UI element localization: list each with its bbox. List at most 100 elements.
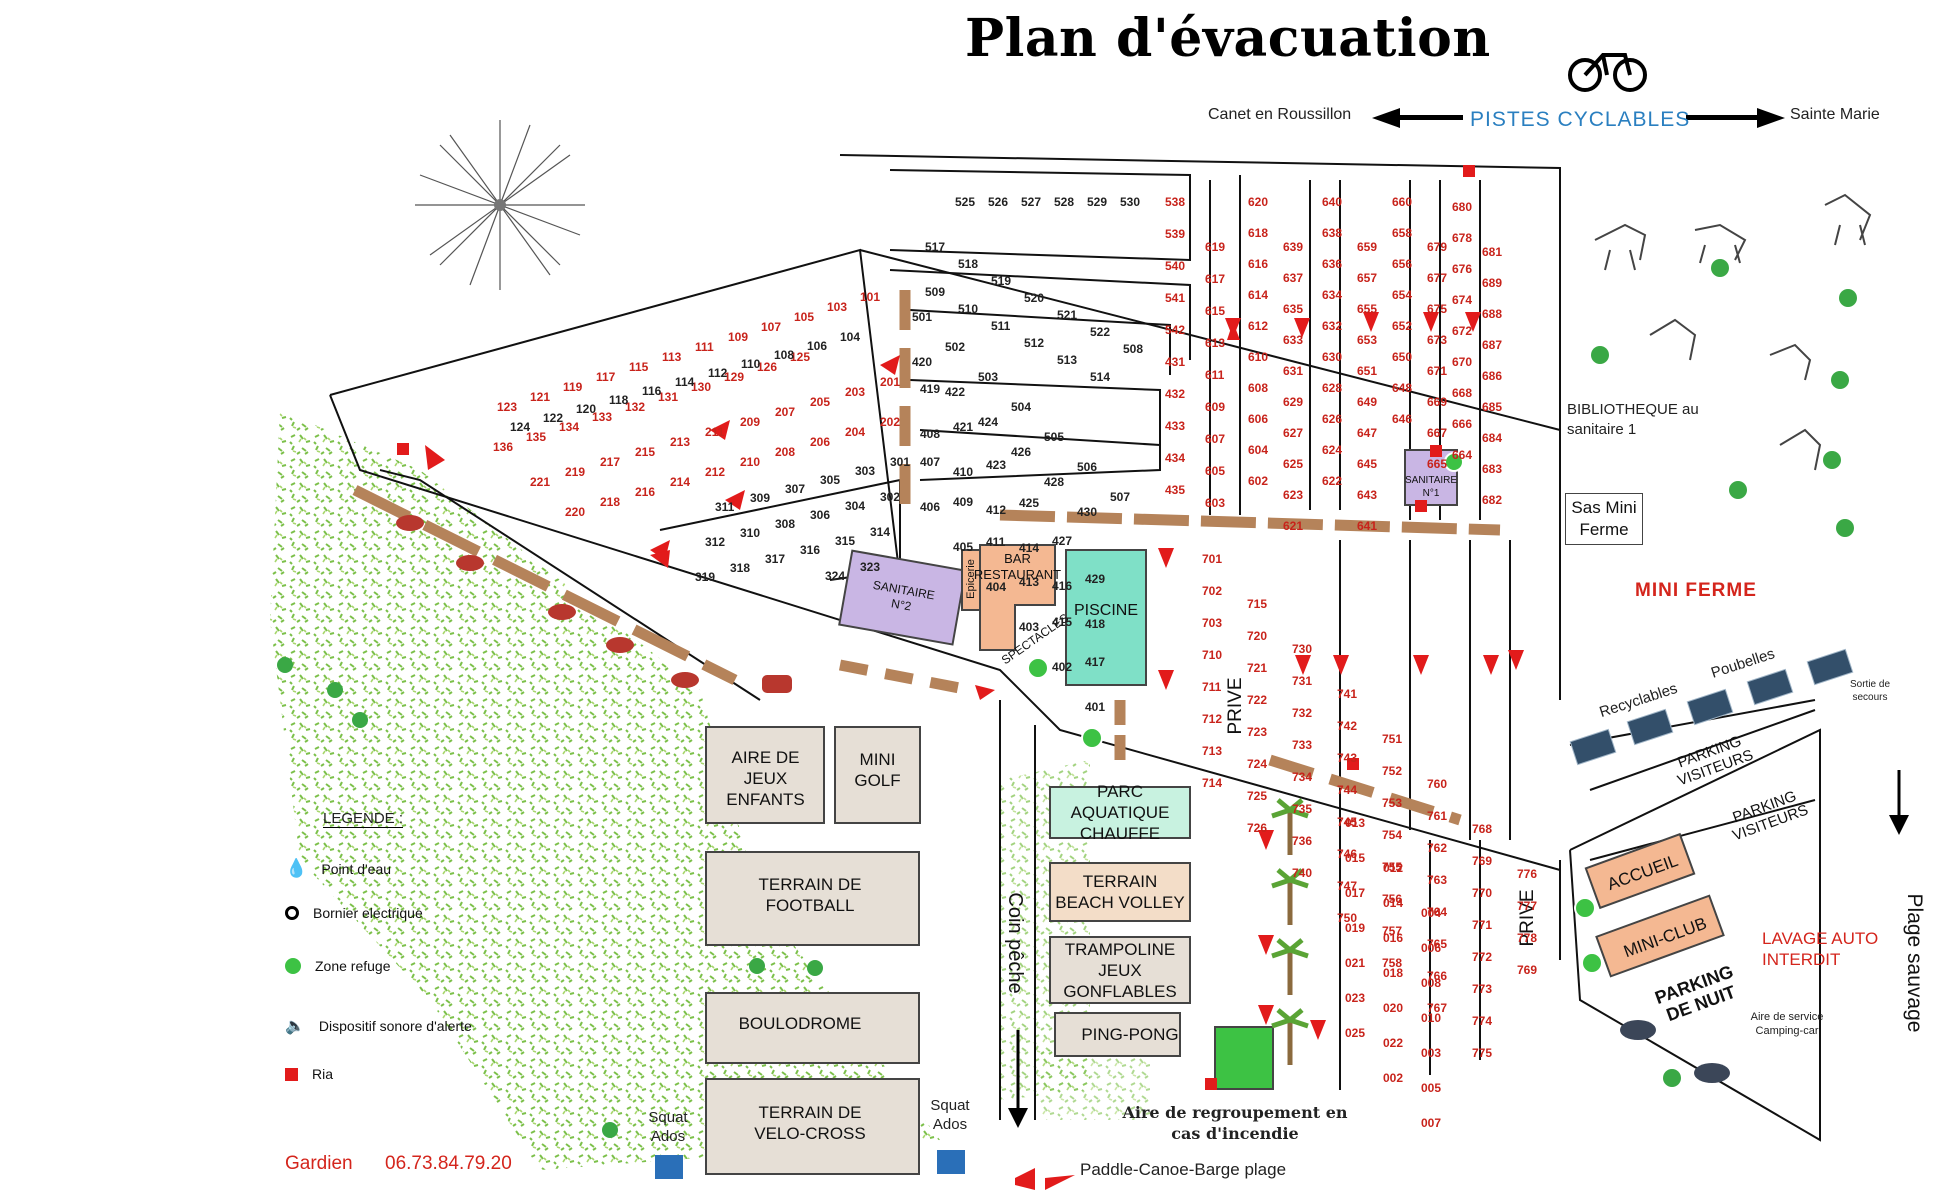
plot-number: 112 — [708, 366, 728, 380]
plot-number: 309 — [750, 491, 771, 505]
cycle-arrows — [1372, 108, 1785, 128]
plot-number: 611 — [1205, 368, 1225, 382]
plot-number: 754 — [1382, 828, 1403, 842]
regroupement-label: Aire de regroupement en cas d'incendie — [1122, 1103, 1348, 1143]
plot-number: 606 — [1248, 412, 1269, 426]
plot-number: 622 — [1322, 474, 1343, 488]
plot-number: 108 — [774, 348, 795, 362]
sanitaire-1-label: SANITAIRE N°1 — [1404, 475, 1458, 499]
plot-number: 302 — [880, 490, 901, 504]
plot-number: 421 — [953, 420, 974, 434]
plot-number: 775 — [1472, 1046, 1493, 1060]
plot-number: 539 — [1165, 227, 1186, 241]
plot-number: 304 — [845, 499, 866, 513]
boulodrome-label: BOULODROME — [738, 1013, 862, 1033]
plot-number: 538 — [1165, 195, 1186, 209]
plot-number: 757 — [1382, 924, 1403, 938]
plot-number: 617 — [1205, 272, 1226, 286]
plot-number: 301 — [890, 455, 911, 469]
plot-number: 680 — [1452, 200, 1473, 214]
plot-number: 722 — [1247, 693, 1268, 707]
plot-number: 614 — [1248, 288, 1269, 302]
plot-number: 776 — [1517, 867, 1538, 881]
plot-number: 435 — [1165, 483, 1186, 497]
plot-number: 203 — [845, 385, 866, 399]
plot-number: 404 — [986, 580, 1007, 594]
evacuation-path — [352, 290, 1501, 826]
plot-number: 405 — [953, 540, 974, 554]
legend-item-water: 💧Point d'eau — [285, 858, 392, 878]
aire-jeux-label: AIRE DE JEUX ENFANTS — [726, 747, 805, 809]
plot-number: 126 — [757, 360, 778, 374]
plot-number: 540 — [1165, 259, 1186, 273]
plot-number: 750 — [1337, 911, 1358, 925]
plot-number: 319 — [695, 570, 716, 584]
plot-number: 763 — [1427, 873, 1448, 887]
plot-number: 419 — [920, 382, 941, 396]
plot-number: 018 — [1383, 966, 1404, 980]
plot-number: 022 — [1383, 1036, 1404, 1050]
bar-restaurant-label: BAR RESTAURANT — [973, 551, 1062, 582]
plot-number: 629 — [1283, 395, 1304, 409]
plot-number: 401 — [1085, 700, 1106, 714]
plot-number: 625 — [1283, 457, 1304, 471]
plot-number: 312 — [705, 535, 726, 549]
plot-number: 413 — [1019, 575, 1040, 589]
plot-number: 132 — [625, 400, 646, 414]
plage-sauvage-label: Plage sauvage — [1903, 893, 1927, 1033]
plot-number: 687 — [1482, 338, 1503, 352]
plot-number: 211 — [705, 425, 725, 439]
mini-ferme-logo: MINI FERME — [1635, 580, 1757, 601]
plot-number: 657 — [1357, 271, 1378, 285]
plot-number: 660 — [1392, 195, 1413, 209]
legend-item-ria: Ria — [285, 1066, 333, 1082]
plot-number: 101 — [860, 290, 881, 304]
plot-number: 317 — [765, 552, 786, 566]
plot-number: 730 — [1292, 642, 1313, 656]
plot-number: 714 — [1202, 776, 1223, 790]
plot-number: 021 — [1345, 956, 1366, 970]
plot-number: 676 — [1452, 262, 1473, 276]
plot-number: 685 — [1482, 400, 1503, 414]
plot-number: 506 — [1077, 460, 1098, 474]
plot-number: 530 — [1120, 195, 1141, 209]
plot-number: 111 — [695, 340, 714, 354]
plot-number: 411 — [986, 535, 1006, 549]
plot-number: 665 — [1427, 457, 1448, 471]
plot-number: 012 — [1383, 861, 1404, 875]
plot-number: 733 — [1292, 738, 1313, 752]
ping-pong-label: PING-PONG — [1081, 1024, 1179, 1044]
plot-number: 626 — [1322, 412, 1343, 426]
plot-number: 747 — [1337, 879, 1358, 893]
plot-number: 760 — [1427, 777, 1448, 791]
plot-number: 409 — [953, 495, 974, 509]
plot-number: 774 — [1472, 1014, 1493, 1028]
plot-number: 678 — [1452, 231, 1473, 245]
plot-number: 420 — [912, 355, 933, 369]
plot-number: 653 — [1357, 333, 1378, 347]
plot-number: 756 — [1382, 892, 1403, 906]
plot-number: 120 — [576, 402, 597, 416]
plot-number: 204 — [845, 425, 866, 439]
plot-number: 672 — [1452, 324, 1473, 338]
plot-number: 645 — [1357, 457, 1378, 471]
plot-number: 221 — [530, 475, 551, 489]
plot-number: 735 — [1292, 802, 1313, 816]
plot-number: 004 — [1421, 906, 1442, 920]
plot-number: 510 — [958, 302, 979, 316]
plot-number: 713 — [1202, 744, 1223, 758]
plot-number: 119 — [563, 380, 583, 394]
plot-number: 008 — [1421, 976, 1442, 990]
plot-number: 658 — [1392, 226, 1413, 240]
plot-number: 527 — [1021, 195, 1042, 209]
plot-number: 721 — [1247, 661, 1268, 675]
plot-number: 208 — [775, 445, 796, 459]
plot-number: 649 — [1357, 395, 1378, 409]
plot-number: 683 — [1482, 462, 1503, 476]
plot-number: 633 — [1283, 333, 1304, 347]
plot-number: 135 — [526, 430, 547, 444]
plot-number: 408 — [920, 427, 941, 441]
plot-number: 324 — [825, 569, 846, 583]
plot-number: 007 — [1421, 1116, 1442, 1130]
plot-number: 113 — [662, 350, 682, 364]
